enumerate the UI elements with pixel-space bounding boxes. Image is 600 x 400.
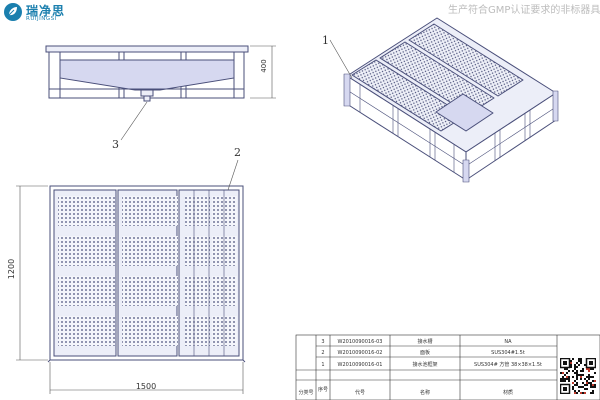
drain-tray-shape [59, 59, 235, 91]
hole-block [122, 236, 152, 266]
bom-row-3-seq: 3 [321, 339, 324, 345]
bom-header-code: 代号 [355, 389, 365, 396]
hole-block [148, 196, 178, 226]
hole-block [148, 276, 178, 306]
callout-2-leader [227, 159, 239, 191]
bom-row-1-code: W2010090016-01 [338, 362, 383, 368]
hole-block [85, 316, 115, 346]
bom-row-1-seq: 1 [321, 362, 324, 368]
hole-block [212, 236, 237, 266]
hole-block [58, 316, 88, 346]
iso-view [343, 17, 559, 183]
iso-grating [435, 93, 494, 132]
callout-3-leader [120, 101, 148, 141]
hole-block [185, 276, 210, 306]
hole-block [185, 236, 210, 266]
hole-block [85, 236, 115, 266]
dim-plan-width [49, 362, 244, 394]
bom-row-1-name: 接水池框架 [412, 361, 437, 368]
hole-block [148, 316, 178, 346]
hole-block [85, 196, 115, 226]
callout-1: 1 [322, 34, 329, 47]
hole-block [185, 316, 210, 346]
bom-header-name: 名称 [420, 389, 430, 396]
bom-row-3-code: W2010090016-03 [338, 339, 383, 345]
drain-outlet [140, 89, 154, 97]
bom-row-2-code: W2010090016-02 [338, 350, 383, 356]
dim-plan-depth-label: 1200 [7, 259, 16, 279]
front-view [45, 45, 249, 102]
plan-hole-blocks [58, 196, 237, 346]
dim-front-height [250, 45, 276, 99]
dim-plan-depth [16, 185, 48, 361]
callout-3: 3 [112, 138, 119, 151]
hole-block [148, 236, 178, 266]
bom-row-2-seq: 2 [321, 350, 324, 356]
bom-header-category: 分类号 [298, 389, 313, 396]
hole-block [122, 196, 152, 226]
hole-block [212, 276, 237, 306]
hole-block [122, 316, 152, 346]
brand-name: 瑞净思 [26, 4, 66, 18]
bom-header-seq: 序号 [318, 386, 328, 393]
callout-1-leader [329, 39, 353, 79]
hole-block [185, 196, 210, 226]
brand-logo [3, 2, 23, 26]
bom-table [295, 334, 600, 400]
header-slogan: 生产符合GMP认证要求的非标器具 [448, 5, 600, 16]
bom-row-2-name: 面板 [420, 349, 430, 356]
hole-block [58, 276, 88, 306]
front-top-rail [45, 45, 249, 53]
qr-code [559, 357, 597, 398]
brand-subtitle: RUIJINGSI [26, 16, 57, 22]
bom-row-3-name: 接水槽 [417, 338, 432, 345]
hole-block [212, 196, 237, 226]
bom-row-3-material: NA [504, 339, 512, 345]
hole-block [58, 236, 88, 266]
dim-plan-width-label: 1500 [136, 382, 156, 391]
bom-row-1-material: SUS304# 方管 38×38×1.5t [474, 361, 542, 368]
bom-header-material: 材质 [503, 389, 513, 396]
bom-row-2-material: SUS304#1.5t [491, 350, 525, 356]
hole-block [58, 196, 88, 226]
hole-block [85, 276, 115, 306]
hole-block [122, 276, 152, 306]
hole-block [212, 316, 237, 346]
dim-front-height-label: 400 [260, 59, 268, 72]
callout-2: 2 [234, 146, 241, 159]
iso-panel-3 [408, 23, 524, 97]
bom-rows: 3 W2010090016-03 接水槽 NA 2 W2010090016-02… [298, 338, 542, 396]
grating-right [193, 190, 225, 356]
